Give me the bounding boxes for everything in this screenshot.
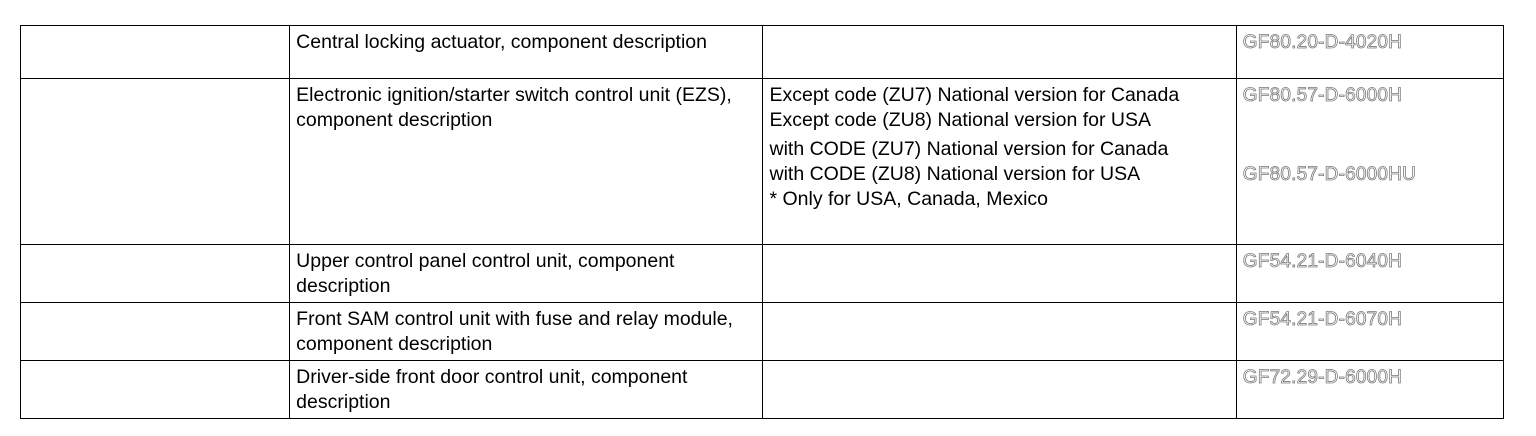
table-row: Electronic ignition/starter switch contr… [19, 78, 1505, 245]
reference-cell: GF80.57-D-6000H GF80.57-D-6000HU [1235, 78, 1505, 245]
blank-cell [19, 244, 291, 303]
component-description: Upper control panel control unit, compon… [289, 244, 764, 303]
document-reference-link[interactable]: GF80.57-D-6000H [1242, 85, 1403, 107]
reference-cell: GF54.21-D-6040H [1235, 244, 1505, 303]
table-row: Upper control panel control unit, compon… [19, 244, 1505, 303]
condition-cell: Except code (ZU7) National version for C… [762, 78, 1237, 245]
blank-cell [19, 25, 291, 79]
reference-cell: GF72.29-D-6000H [1235, 360, 1505, 419]
reference-cell: GF54.21-D-6070H [1235, 302, 1505, 361]
condition-cell [762, 244, 1237, 303]
document-reference-link[interactable]: GF54.21-D-6040H [1242, 251, 1403, 273]
condition-cell [762, 25, 1237, 79]
condition-line: with CODE (ZU7) National version for Can… [769, 138, 1169, 160]
table-row: Front SAM control unit with fuse and rel… [19, 302, 1505, 361]
document-reference-link[interactable]: GF72.29-D-6000H [1242, 367, 1403, 389]
condition-cell [762, 360, 1237, 419]
blank-cell [19, 360, 291, 419]
component-table: Central locking actuator, component desc… [19, 25, 1505, 419]
blank-cell [19, 302, 291, 361]
document-reference-link[interactable]: GF80.57-D-6000HU [1242, 164, 1417, 186]
document-reference-link[interactable]: GF54.21-D-6070H [1242, 309, 1403, 331]
table-row: Driver-side front door control unit, com… [19, 360, 1505, 419]
condition-cell [762, 302, 1237, 361]
component-description: Electronic ignition/starter switch contr… [289, 78, 764, 245]
condition-line: with CODE (ZU8) National version for USA [769, 163, 1141, 185]
document-reference-link[interactable]: GF80.20-D-4020H [1242, 32, 1403, 54]
condition-line: * Only for USA, Canada, Mexico [769, 188, 1049, 210]
condition-line: Except code (ZU8) National version for U… [769, 109, 1151, 131]
table-row: Central locking actuator, component desc… [19, 25, 1505, 79]
component-description: Front SAM control unit with fuse and rel… [289, 302, 764, 361]
component-description: Central locking actuator, component desc… [289, 25, 764, 79]
reference-cell: GF80.20-D-4020H [1235, 25, 1505, 79]
component-description: Driver-side front door control unit, com… [289, 360, 764, 419]
blank-cell [19, 78, 291, 245]
condition-line: Except code (ZU7) National version for C… [769, 84, 1180, 106]
